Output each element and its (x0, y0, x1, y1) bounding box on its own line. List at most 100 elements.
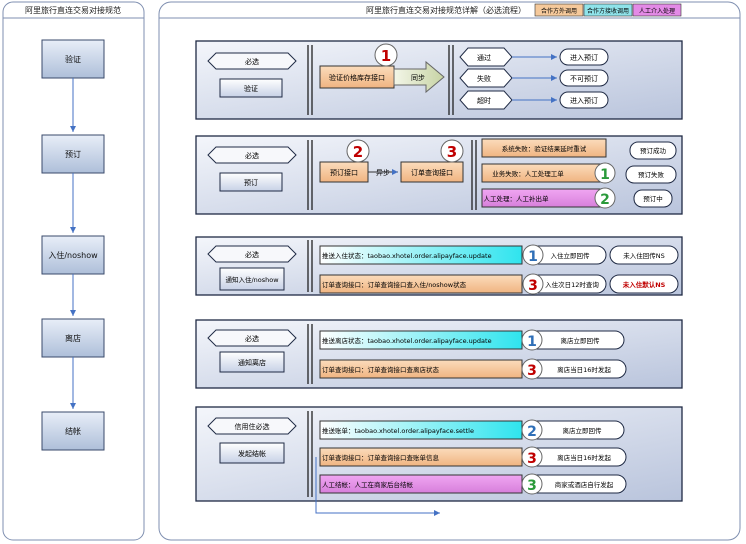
row-label: 推送入住状态：taobao.xhotel.order.alipayface.up… (322, 251, 492, 260)
section-label: 发起结帐 (238, 449, 266, 458)
badge-number: 3 (527, 363, 537, 379)
required-pill (207, 329, 297, 347)
badge-red (346, 139, 370, 163)
badge-number: 3 (527, 451, 537, 467)
badge-blue (521, 419, 543, 441)
section-label-box (219, 267, 285, 291)
result-label: 系统失败：验证结果延时重试 (502, 144, 587, 153)
section-label-box (219, 172, 283, 192)
left-panel: 阿里旅行直连交易对接规范 验证 预订 入住/noshow 离店 结帐 (2, 1, 145, 541)
result-box (481, 138, 607, 158)
step-checkout-label: 离店 (65, 333, 81, 343)
outcome-label: 不可预订 (570, 74, 598, 83)
async-arrow-label: 异步 (376, 169, 390, 177)
legend-label: 人工介入处理 (639, 7, 675, 15)
badge-number: 3 (528, 278, 538, 294)
step-book[interactable]: 预订 (41, 134, 105, 174)
badge-green (594, 162, 616, 184)
badge-number: 3 (447, 143, 457, 161)
required-pill (207, 52, 297, 70)
section-checkout: 必选 通知离店 推送离店状态：taobao.xhotel.order.alipa… (195, 319, 683, 389)
row-label: 推送账单：taobao.xhotel.order.alipayface.sett… (322, 426, 474, 435)
required-pill-label: 必选 (245, 151, 259, 160)
step-checkout[interactable]: 离店 (41, 318, 105, 358)
section-label-box (219, 351, 285, 373)
step-settle[interactable]: 结帐 (41, 411, 105, 451)
badge-number: 2 (353, 143, 363, 161)
section-label-box (219, 442, 285, 464)
outcome-label: 未入住默认NS (623, 280, 666, 289)
legend-label: 合作方外调用 (541, 7, 577, 15)
required-pill (207, 417, 297, 435)
outcome-label: 进入预订 (570, 96, 598, 105)
outcome-pill (609, 274, 679, 294)
outcome-label: 预订成功 (640, 146, 667, 155)
badge-red (521, 358, 543, 380)
row-result-label: 离店立即回传 (561, 336, 601, 345)
row-label: 推送离店状态：taobao.xhotel.order.alipayface.up… (322, 336, 492, 345)
badge-red (440, 139, 464, 163)
api-label: 订单查询接口 (411, 168, 453, 177)
row-result-label: 离店当日16时发起 (557, 365, 611, 374)
required-pill-label: 必选 (245, 334, 259, 343)
required-pill-label: 信用住必选 (235, 422, 270, 431)
sync-arrow (393, 60, 445, 94)
section-verify: 必选 验证 验证价格库存接口 1 同步 通过 失败 超时 进入预订 (195, 40, 683, 120)
loop-arrow (315, 457, 440, 516)
outcome-label: 预订失败 (638, 170, 665, 179)
badge-red (522, 273, 544, 295)
badge-blue (522, 244, 544, 266)
push-row[interactable] (319, 245, 523, 265)
api-label: 预订接口 (330, 168, 358, 177)
step-checkin[interactable]: 入住/noshow (41, 235, 105, 275)
flow-arrows (512, 54, 557, 103)
outcome-label: 未入住回传NS (623, 251, 665, 260)
main-panel-title: 阿里旅行直连交易对接规范详解（必选流程） (366, 5, 526, 15)
badge-green (594, 187, 616, 209)
step-checkin-label: 入住/noshow (48, 250, 98, 260)
result-label: 通过 (477, 53, 491, 62)
outcome-pills: 进入预订 不可预订 进入预订 (559, 48, 609, 109)
row-label: 订单查询接口：订单查询接口查账单信息 (322, 453, 440, 462)
step-book-label: 预订 (65, 149, 81, 159)
badge-blue (521, 329, 543, 351)
required-pill (207, 245, 297, 263)
query-row[interactable] (319, 274, 523, 294)
section-label: 通知离店 (238, 358, 266, 367)
required-pill (207, 146, 297, 164)
step-verify[interactable]: 验证 (41, 39, 105, 79)
section-label: 预订 (244, 178, 258, 187)
badge-number: 1 (528, 249, 538, 265)
badge-number: 3 (527, 478, 537, 494)
badge-red (521, 446, 543, 468)
outcome-label: 预订中 (643, 194, 663, 203)
row-result-label: 入住立即回传 (551, 251, 591, 260)
required-pill-label: 必选 (245, 57, 259, 66)
left-panel-title: 阿里旅行直连交易对接规范 (25, 5, 121, 15)
badge-number: 1 (381, 47, 391, 65)
api-label: 验证价格库存接口 (329, 73, 385, 82)
step-verify-label: 验证 (65, 54, 81, 64)
section-book: 必选 预订 预订接口 2 异步 订单查询接口 3 系统失败：验证结果延时重试 业… (195, 135, 683, 215)
badge-number: 2 (527, 424, 537, 440)
badge-green (521, 473, 543, 495)
row-label: 人工结帐：人工在商家后台结帐 (322, 480, 414, 489)
result-label: 超时 (477, 96, 491, 105)
legend-label: 合作方接收调用 (587, 7, 629, 15)
api-box[interactable] (400, 161, 464, 183)
outcome-label: 进入预订 (570, 53, 598, 62)
required-pill-label: 必选 (245, 250, 259, 259)
row-result-label: 离店立即回传 (563, 426, 603, 435)
badge-number: 2 (600, 192, 610, 208)
legend: 合作方外调用 合作方接收调用 人工介入处理 (534, 3, 682, 17)
outcome-pill (609, 245, 679, 265)
section-label: 验证 (244, 84, 258, 93)
sync-arrow-label: 同步 (411, 74, 425, 82)
step-settle-label: 结帐 (65, 426, 81, 436)
outcome-pills: 预订成功 预订失败 预订中 (625, 141, 677, 208)
result-label: 业务失败：人工处理工单 (492, 169, 564, 178)
result-label: 人工处理：人工补出单 (484, 194, 550, 203)
row-label: 订单查询接口：订单查询接口查入住/noshow状态 (322, 280, 467, 289)
row-result-label: 入住次日12时查询 (545, 280, 599, 289)
section-checkin: 必选 通知入住/noshow 推送入住状态：taobao.xhotel.orde… (195, 236, 683, 296)
